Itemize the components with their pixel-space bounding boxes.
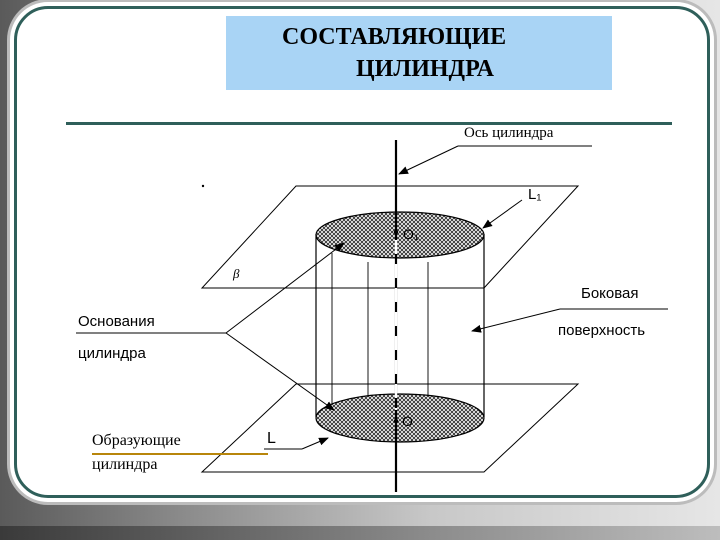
lateral-label-line1: Боковая: [581, 285, 639, 302]
generators-label-line1: Образующие: [92, 432, 181, 449]
l-callout-arrow: [301, 437, 329, 450]
divider-rule: [66, 122, 672, 125]
bases-callout-arrow-top: [225, 242, 345, 334]
center-o: [393, 418, 399, 424]
l-label: L: [267, 430, 276, 447]
bottom-base: [315, 393, 485, 443]
l1-label: L₁: [528, 186, 542, 203]
generators-label-line2: цилиндра: [92, 456, 158, 473]
top-base: [315, 211, 485, 259]
axis-label: Ось цилиндра: [464, 125, 554, 141]
center-o1: [393, 229, 399, 235]
title-box: СОСТАВЛЯЮЩИЕ ЦИЛИНДРА: [226, 16, 612, 90]
o1-label: O₁: [403, 226, 419, 242]
beta-label: β: [233, 266, 240, 281]
bases-label-line2: цилиндра: [78, 345, 146, 362]
title-line-1: СОСТАВЛЯЮЩИЕ: [282, 24, 507, 50]
l1-callout-arrow: [482, 199, 523, 229]
bottom-strip: [0, 526, 720, 540]
o-label: O: [402, 413, 413, 429]
title-line-2: ЦИЛИНДРА: [356, 56, 494, 82]
bases-label-line1: Основания: [78, 313, 155, 330]
bases-callout-arrow-bottom: [225, 332, 335, 411]
plane-dot: [201, 184, 205, 188]
lateral-callout-arrow: [471, 308, 561, 333]
axis-callout-arrow: [398, 145, 459, 175]
lateral-label-line2: поверхность: [558, 322, 646, 339]
